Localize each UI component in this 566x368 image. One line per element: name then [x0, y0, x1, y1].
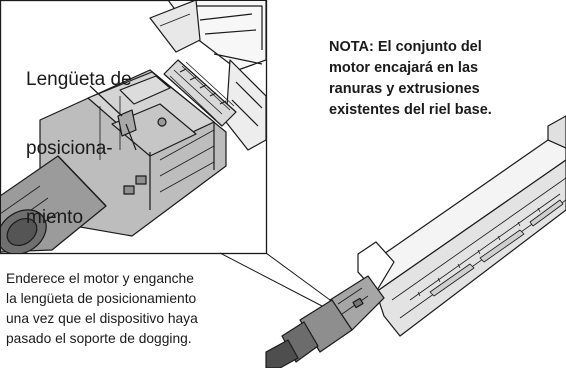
callout-leader [89, 85, 123, 117]
rail-assembly [265, 115, 566, 368]
note-text: NOTA: El conjunto del motor encajará en … [329, 37, 559, 121]
note-line: motor encajará en las [329, 60, 479, 76]
inset-leaders [219, 252, 331, 307]
note-line: NOTA: El conjunto del [329, 39, 482, 55]
gear-rack [163, 59, 237, 127]
positioning-tab [117, 109, 137, 151]
callout-label-line: miento [26, 207, 84, 228]
callout-label-line: posiciona- [26, 138, 113, 159]
instruction-line: una vez que el dispositivo haya [6, 311, 198, 326]
note-line: ranuras y extrusiones [329, 81, 480, 97]
note-line: existentes del riel base. [329, 102, 492, 118]
bracket-top [149, 1, 201, 53]
instruction-line: Enderece el motor y enganche [6, 271, 194, 286]
callout-label-line: Lengüeta de [26, 69, 132, 90]
instruction-line: pasado el soporte de dogging. [6, 331, 192, 346]
instruction-line: la lengüeta de posicionamiento [6, 291, 197, 306]
rail-scale [409, 193, 561, 301]
instruction-text: Enderece el motor y enganche la lengüeta… [6, 269, 250, 349]
detail-inset [0, 0, 268, 255]
callout-label: Lengüeta de posiciona- miento [26, 22, 132, 275]
motor-can [1, 155, 107, 253]
